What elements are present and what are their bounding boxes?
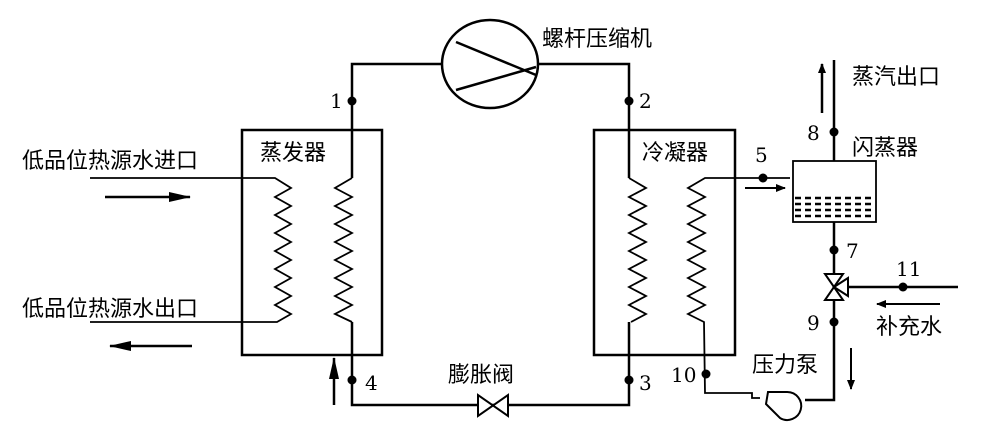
expansion-valve-icon xyxy=(477,393,509,418)
condenser-refrigerant-coil xyxy=(627,177,648,323)
evaporator-water-coil xyxy=(90,177,293,323)
pump-icon xyxy=(764,390,803,421)
evaporator-label: 蒸发器 xyxy=(260,141,326,166)
steam-outlet-label: 蒸汽出口 xyxy=(852,65,940,90)
evaporator-refrigerant-coil xyxy=(332,177,354,323)
condenser-box xyxy=(592,128,737,357)
point-10-dot xyxy=(701,369,711,379)
point-3-label: 3 xyxy=(639,371,652,395)
point-9-label: 9 xyxy=(807,311,820,335)
point-2-dot xyxy=(624,96,634,106)
point-10-label: 10 xyxy=(671,363,696,387)
condenser-water-coil xyxy=(686,177,790,399)
screw-compressor-icon xyxy=(440,18,540,110)
point-1-dot xyxy=(347,96,357,106)
point-7-label: 7 xyxy=(846,239,859,263)
point-3-dot xyxy=(624,375,634,385)
evaporator-box xyxy=(240,128,384,357)
flash-evaporator-box xyxy=(792,160,877,223)
point-4-label: 4 xyxy=(365,371,378,395)
liquid-level-dashes xyxy=(795,196,875,218)
point-8-dot xyxy=(829,127,839,137)
point-5-label: 5 xyxy=(755,143,768,167)
point-11-dot xyxy=(898,282,908,292)
state-point-dots xyxy=(347,96,908,385)
three-way-valve-icon xyxy=(823,273,849,301)
makeup-water-label: 补充水 xyxy=(876,315,942,340)
pump-label: 压力泵 xyxy=(752,353,818,378)
compressor-label: 螺杆压缩机 xyxy=(542,27,652,52)
condenser-label: 冷凝器 xyxy=(642,141,708,166)
heat-source-outlet-label: 低品位热源水出口 xyxy=(22,297,198,322)
point-1-label: 1 xyxy=(330,89,343,113)
expansion-valve-label: 膨胀阀 xyxy=(448,363,514,388)
point-2-label: 2 xyxy=(639,89,652,113)
point-4-dot xyxy=(347,375,357,385)
point-5-dot xyxy=(758,173,768,183)
point-8-label: 8 xyxy=(807,121,820,145)
flash-evaporator-label: 闪蒸器 xyxy=(852,136,918,161)
heat-source-inlet-label: 低品位热源水进口 xyxy=(22,149,198,174)
point-9-dot xyxy=(829,317,839,327)
point-7-dot xyxy=(829,245,839,255)
point-11-label: 11 xyxy=(896,257,921,281)
